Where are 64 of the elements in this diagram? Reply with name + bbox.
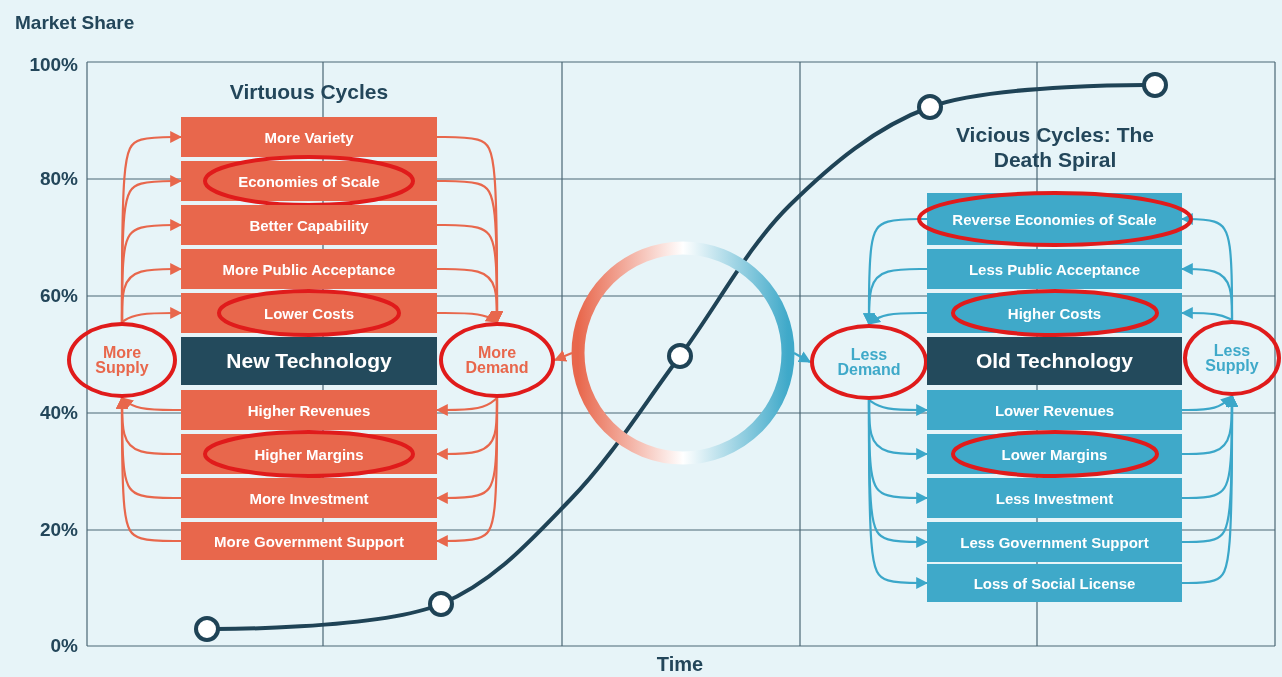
- box-label: Old Technology: [975, 349, 1134, 373]
- box-label: Lower Revenues: [994, 401, 1115, 419]
- box-label: Higher Costs: [1007, 304, 1102, 322]
- box-label: Higher Revenues: [247, 401, 371, 419]
- arrow: [1182, 394, 1238, 585]
- circled-text: Less Supply: [1204, 342, 1260, 374]
- circled-label: [67, 322, 177, 398]
- factor-box: [927, 478, 1182, 518]
- arrow: [868, 399, 929, 416]
- factor-box: [181, 205, 437, 245]
- box-label: More Government Support: [214, 532, 404, 550]
- arrow: [121, 397, 181, 412]
- arrow: [1182, 395, 1233, 412]
- box-label: Better Capability: [249, 216, 369, 234]
- axis-title: Time: [656, 653, 704, 676]
- tick-label: 60%: [39, 285, 78, 307]
- axis-title: Market Share: [15, 12, 135, 34]
- circled-label: [439, 322, 555, 398]
- box-label: Less Investment: [995, 489, 1114, 507]
- box-label: Less Government Support: [960, 533, 1149, 551]
- tick-label: 40%: [39, 402, 78, 424]
- arrow: [437, 267, 503, 324]
- arrow: [120, 263, 183, 322]
- factor-box: [927, 522, 1182, 562]
- box-label: Economies of Scale: [238, 172, 380, 190]
- box-label: Lower Margins: [1001, 445, 1108, 463]
- box-label: Loss of Social License: [973, 574, 1136, 592]
- factor-box: [927, 390, 1182, 430]
- box-label: Reverse Economies of Scale: [952, 210, 1157, 228]
- box-label: More Variety: [264, 128, 354, 146]
- circled-text: Less Demand: [836, 346, 902, 378]
- arrow: [553, 350, 573, 362]
- tick-label: 80%: [39, 168, 78, 190]
- arrow: [868, 311, 927, 325]
- factor-box: [181, 390, 437, 430]
- circled-label: [1183, 320, 1281, 396]
- arrow: [793, 351, 812, 363]
- section-title: Vicious Cycles: The Death Spiral: [955, 122, 1155, 173]
- circled-text: More Demand: [464, 344, 530, 376]
- factor-box: [181, 249, 437, 289]
- box-label: More Investment: [249, 489, 369, 507]
- arrow: [116, 396, 181, 543]
- technology-box: [927, 337, 1182, 385]
- section-title: Virtuous Cycles: [229, 80, 389, 104]
- tick-label: 100%: [29, 54, 78, 76]
- technology-box: [181, 337, 437, 385]
- arrow: [437, 311, 498, 323]
- box-label: Higher Margins: [254, 445, 364, 463]
- box-label: New Technology: [226, 349, 392, 373]
- box-label: Lower Costs: [264, 304, 354, 322]
- factor-box: [181, 478, 437, 518]
- factor-box: [927, 249, 1182, 289]
- circled-text: More Supply: [94, 344, 150, 376]
- tick-label: 20%: [39, 519, 78, 541]
- arrow: [121, 307, 183, 323]
- tick-label: 0%: [50, 635, 78, 657]
- box-label: More Public Acceptance: [222, 260, 396, 278]
- arrow: [863, 267, 927, 326]
- arrow: [867, 400, 929, 589]
- factor-box: [181, 522, 437, 560]
- cycle-ring: [570, 240, 796, 466]
- factor-box: [181, 117, 437, 157]
- box-label: Less Public Acceptance: [968, 260, 1141, 278]
- factor-box: [927, 564, 1182, 602]
